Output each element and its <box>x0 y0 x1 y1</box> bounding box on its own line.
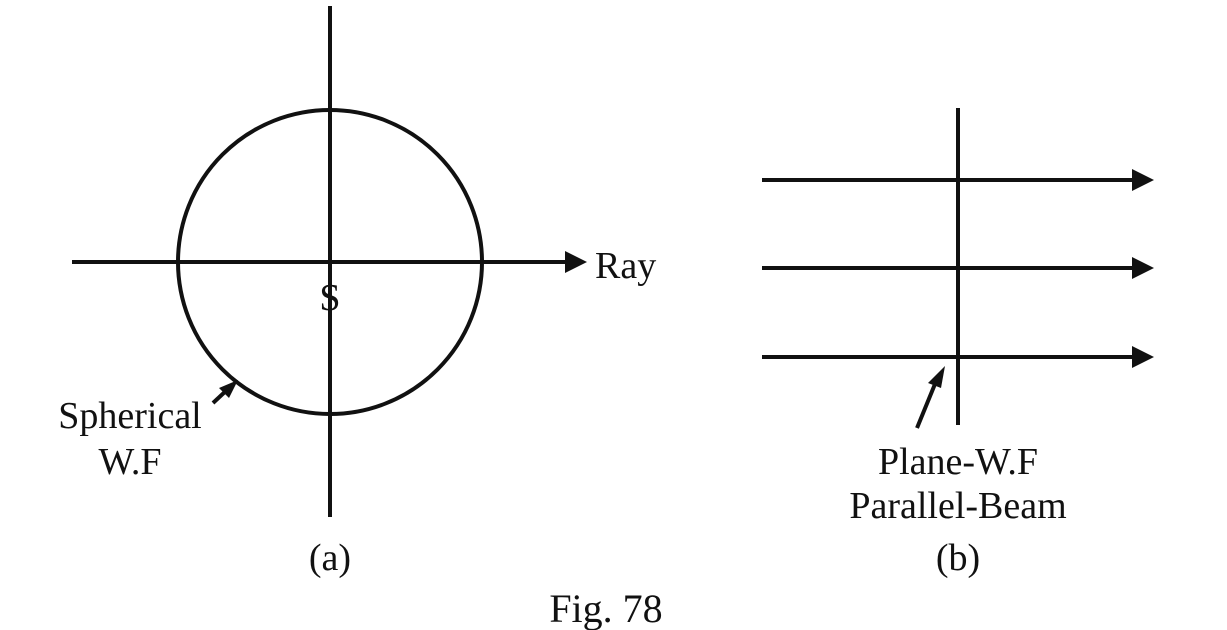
panel-b: Plane-W.F Parallel-Beam (b) <box>762 108 1154 579</box>
parallel-ray-1-arrowhead <box>1132 169 1154 191</box>
plane-wf-label-line1: Plane-W.F <box>878 441 1038 483</box>
ray-label: Ray <box>595 245 656 287</box>
source-label: S <box>319 277 340 319</box>
panel-b-label: (b) <box>936 537 980 579</box>
plane-pointer-line <box>915 383 937 429</box>
spherical-pointer-arrowhead <box>219 380 238 398</box>
plane-pointer-arrowhead <box>928 366 945 388</box>
plane-wf-label-line2: Parallel-Beam <box>849 485 1066 527</box>
parallel-ray-2-arrowhead <box>1132 257 1154 279</box>
spherical-wf-label-line1: Spherical <box>58 395 202 437</box>
parallel-ray-3-arrowhead <box>1132 346 1154 368</box>
panel-a-label: (a) <box>309 537 351 579</box>
spherical-wf-label-line2: W.F <box>98 441 161 483</box>
ray-arrowhead <box>565 251 587 273</box>
panel-a: Ray S Spherical W.F (a) <box>58 6 656 579</box>
figure-caption: Fig. 78 <box>549 586 662 630</box>
